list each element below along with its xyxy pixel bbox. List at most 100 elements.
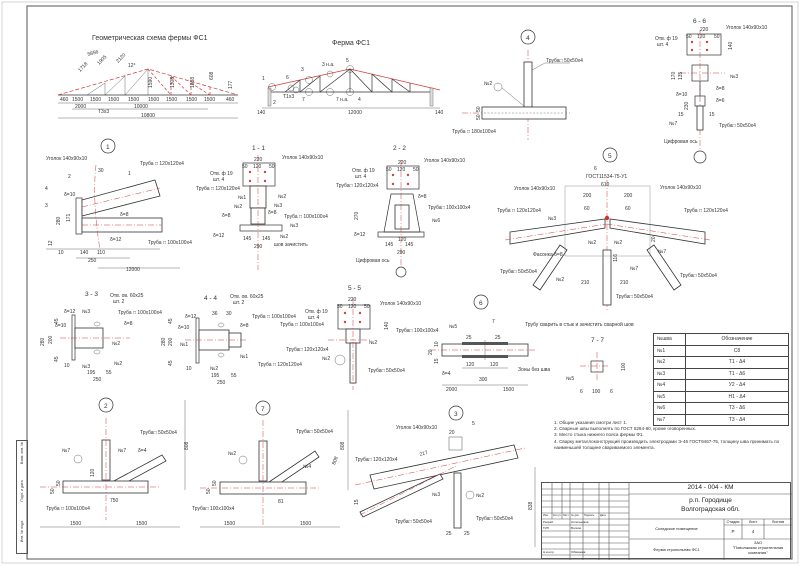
dimension-label: №7 [669,121,677,127]
dimension-label: Уголок 140х90х10 [726,25,767,31]
dimension-label: 45 [168,360,174,366]
weld-no: №6 [653,402,686,415]
dimension-label: δ=12 [64,309,75,315]
dimension-label: 290 [254,244,263,250]
dimension-label: 2 - 2 [393,145,406,152]
dimension-label: 280 [56,216,62,225]
dimension-label: 10 [186,366,192,372]
title-block: 2014 - 004 - КМ р.п. Городище Волгоградс… [541,482,792,560]
dimension-label: Отв. ф 19 [305,309,328,315]
dimension-label: 120 [348,304,357,310]
location-line-1: р.п. Городище [689,497,732,504]
dimension-label: 1308 [170,77,176,88]
dimension-label: 4 [45,186,48,192]
dimension-label: 7 [302,97,305,103]
dimension-label: 210 [620,280,629,286]
dimension-label: 1500 [108,97,119,103]
dimension-label: Труба □ 120х120х4 [258,362,302,368]
dimension-label: 1 - 1 [252,145,265,152]
dimension-label: 145 [385,242,394,248]
object-name: Складское помещение [655,526,698,531]
dimension-label: δ=6 [716,98,725,104]
dimension-label: δ=8 [716,86,725,92]
note-line: 2. Сварные швы выполнять по ГОСТ 5264-80… [554,426,697,432]
dimension-label: 10 [64,363,70,369]
dimension-label: 50 [476,106,482,112]
dimension-label: 250 [93,377,102,383]
dimension-label: шт. 4 [213,177,225,183]
dimension-label: №3 [730,74,738,80]
dimension-label: 145 [262,236,271,242]
company: ЗАО "Поволжская строительная компания" [724,540,792,555]
dimension-label: Уголок 140х90х10 [380,301,421,307]
dimension-label: №7 [658,249,666,255]
company-line-2: "Поволжская строительная компания" [732,545,784,555]
dimension-label: 120 [490,362,499,368]
section-7-7: 7 - 7 №5 100 100 6 6 [566,337,627,395]
dimension-label: 1500 [166,97,177,103]
dimension-label: 110 [97,250,105,256]
dimension-label: 300 [479,377,488,383]
dimension-label: δ=8 [268,210,277,216]
section-4-4: 4 - 4 Отв. ов. 60х25 шт. 2 Труба □ 100х1… [161,294,302,386]
dimension-label: 15 [434,358,440,364]
dimension-label: 6 [286,75,289,81]
dimension-label: δ=12 [185,314,196,320]
dimension-label: 1 [262,76,265,82]
dimension-label: 50 [364,304,370,310]
dimension-label: 220 [254,157,263,163]
dimension-label: Отв. ов. 60х25 [110,293,144,299]
name-developer: Котельников [571,520,589,524]
dimension-label: 250 [88,258,97,264]
dimension-label: №3 [274,203,282,209]
weld-designation: Т3 - Δ4 [685,413,789,426]
dimension-label: №2 [234,204,242,210]
dimension-label: 1500 [186,97,197,103]
dimension-label: 230 [684,101,690,110]
dimension-label: Уголок 140х90х10 [660,185,701,191]
dimension-label: Труба□ 50х50х4 [546,58,583,64]
dimension-label: 100 [592,389,601,395]
weld-no: №3 [653,367,686,380]
dimension-label: 140 [435,110,444,116]
drawing-code: 2014 - 004 - КМ [687,484,734,491]
node-6-marker [473,294,489,310]
dimension-label: №2 [369,340,377,346]
dimension-label: 6 [479,300,483,307]
dimension-label: 460 [60,97,69,103]
node-4: 4 Труба□ 50х50х4 №2 Труба □ 180х100х4 50… [452,29,583,140]
dimension-label: Труба □ 100х100х4 [284,214,328,220]
dimension-label: №3 [82,309,90,315]
dimension-label: 1500 [503,387,514,393]
dimension-label: №1 [180,342,188,348]
dimension-label: Труба □ 120х120х4 [684,208,728,214]
dimension-label: 250 [217,380,226,386]
dimension-label: 280 [161,337,167,346]
col-designation: Обозначение [685,333,789,346]
dimension-label: 45 [54,356,60,362]
dimension-label: 280 [40,337,46,346]
dimension-label: 7 н.а. [336,97,349,103]
dimension-label: 610 [601,182,610,188]
dimension-label: 50 [413,167,419,173]
dimension-label: 55 [231,373,237,379]
dimension-label: 50 [242,164,248,170]
dimension-label: 10 [434,341,440,347]
truss-title: Ферма ФС1 [332,40,370,47]
dimension-label: 2000 [75,104,86,110]
side-stamp-replace: Взам. инв. № [20,441,24,465]
weld-designation: У2 - Δ4 [685,379,789,392]
section-6-6: 6 - 6 Уголок 140х90х10 Отв. ф 19 шт. 4 2… [655,18,767,164]
dimension-label: Т1х3 [283,94,294,100]
dimension-label: №2 [210,366,218,372]
stage-value: Р [731,529,735,534]
dimension-label: 200 [168,337,174,346]
dimension-label: 460 [226,97,235,103]
weld-designation: Т1 - Δ4 [685,356,789,369]
dimension-label: Труба □ 100х100х4 [280,322,324,328]
dimension-label: δ=8 [222,213,231,219]
dimension-label: №2 [484,81,492,87]
dimension-label: Труба □ 100х100х4 [252,314,296,320]
